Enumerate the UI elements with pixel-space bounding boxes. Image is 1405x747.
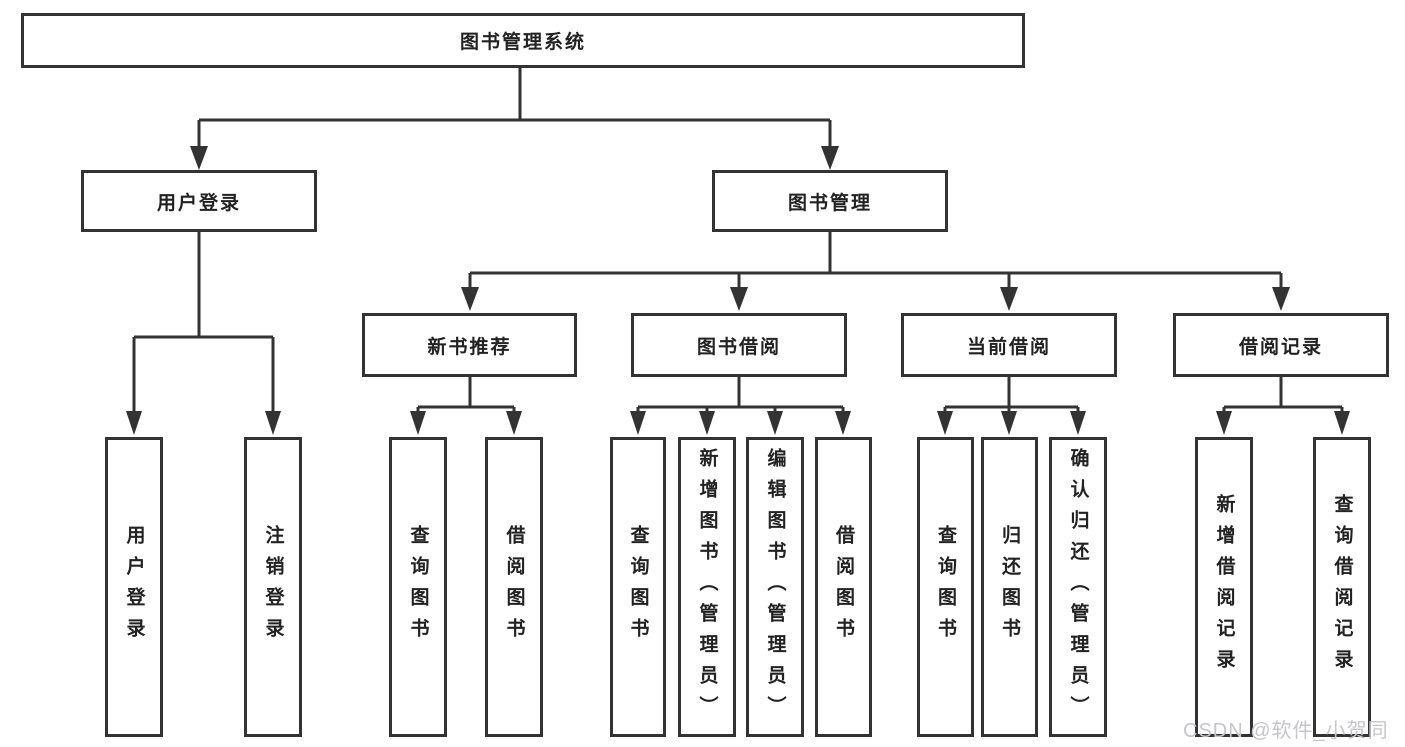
node-user-login-label: 用户登录 — [156, 192, 241, 214]
leaf-logout: 注销登录 — [244, 437, 302, 737]
leaf-recommend-borrow-books-label: 借阅图书 — [503, 525, 525, 649]
node-borrowing-records: 借阅记录 — [1173, 313, 1389, 377]
leaf-recommend-query-books: 查询图书 — [389, 437, 447, 737]
node-root-label: 图书管理系统 — [459, 32, 586, 53]
node-book-borrowing-label: 图书借阅 — [696, 336, 781, 358]
node-root: 图书管理系统 — [21, 13, 1025, 68]
leaf-add-borrow-record: 新增借阅记录 — [1195, 437, 1253, 737]
node-book-borrowing: 图书借阅 — [631, 313, 847, 377]
leaf-confirm-return-admin: 确认归还（管理员） — [1049, 437, 1107, 737]
leaf-current-query-books-label: 查询图书 — [935, 525, 956, 649]
node-book-management: 图书管理 — [712, 170, 948, 232]
leaf-query-borrow-record-label: 查询借阅记录 — [1331, 494, 1353, 680]
leaf-logout-label: 注销登录 — [262, 525, 284, 649]
node-current-borrowing-label: 当前借阅 — [966, 336, 1051, 358]
leaf-recommend-borrow-books: 借阅图书 — [485, 437, 543, 737]
leaf-return-books-label: 归还图书 — [999, 525, 1020, 649]
node-book-management-label: 图书管理 — [787, 192, 872, 214]
leaf-user-login-label: 用户登录 — [123, 525, 145, 649]
leaf-confirm-return-admin-label: 确认归还（管理员） — [1067, 447, 1089, 727]
leaf-edit-books-admin-label: 编辑图书（管理员） — [764, 447, 786, 727]
leaf-borrowing-query-books-label: 查询图书 — [627, 525, 649, 649]
node-current-borrowing: 当前借阅 — [901, 313, 1117, 377]
leaf-current-query-books: 查询图书 — [917, 437, 974, 737]
leaf-user-login: 用户登录 — [105, 437, 163, 737]
node-borrowing-records-label: 借阅记录 — [1238, 336, 1323, 358]
leaf-add-books-admin: 新增图书（管理员） — [678, 437, 736, 737]
leaf-borrowing-borrow-books-label: 借阅图书 — [833, 525, 854, 649]
node-user-login: 用户登录 — [81, 170, 317, 232]
leaf-add-borrow-record-label: 新增借阅记录 — [1213, 494, 1235, 680]
leaf-return-books: 归还图书 — [981, 437, 1038, 737]
leaf-query-borrow-record: 查询借阅记录 — [1313, 437, 1371, 737]
leaf-borrowing-borrow-books: 借阅图书 — [815, 437, 872, 737]
leaf-recommend-query-books-label: 查询图书 — [407, 525, 429, 649]
node-new-book-recommendation-label: 新书推荐 — [427, 336, 512, 358]
leaf-edit-books-admin: 编辑图书（管理员） — [746, 437, 804, 737]
leaf-borrowing-query-books: 查询图书 — [610, 437, 666, 737]
node-new-book-recommendation: 新书推荐 — [362, 313, 577, 377]
leaf-add-books-admin-label: 新增图书（管理员） — [696, 447, 718, 727]
csdn-watermark: CSDN @软件_小贺同学 — [1183, 720, 1389, 742]
